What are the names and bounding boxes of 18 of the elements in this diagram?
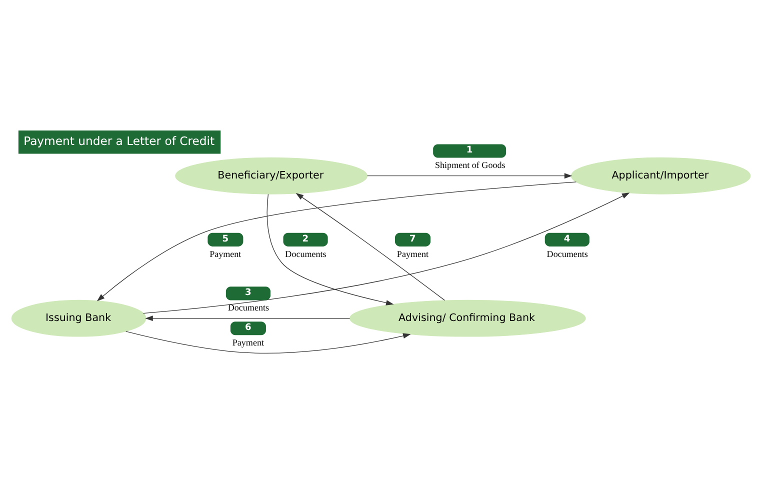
arrow	[296, 192, 445, 301]
arrow	[367, 173, 572, 179]
arrow	[126, 331, 411, 354]
node-ellipse: Applicant/Importer	[570, 157, 751, 194]
arrow	[96, 182, 577, 302]
diagram-title: Payment under a Letter of Credit	[24, 134, 215, 148]
arrow	[143, 192, 630, 314]
arrow	[266, 194, 394, 306]
node-ellipse: Beneficiary/Exporter	[175, 157, 368, 194]
node-ellipse: Issuing Bank	[11, 300, 146, 337]
edge-label: 6 Payment	[232, 323, 264, 348]
edge-label: 1 Shipment of Goods	[435, 146, 506, 170]
edge-label: 3 Documents	[228, 288, 269, 313]
edge-label: 2 Documents	[285, 234, 326, 259]
edge-label: 5 Payment	[210, 234, 242, 259]
edge-label: 7 Payment	[396, 234, 429, 259]
edge-label: 4 Documents	[546, 234, 588, 259]
arrow	[145, 316, 350, 322]
